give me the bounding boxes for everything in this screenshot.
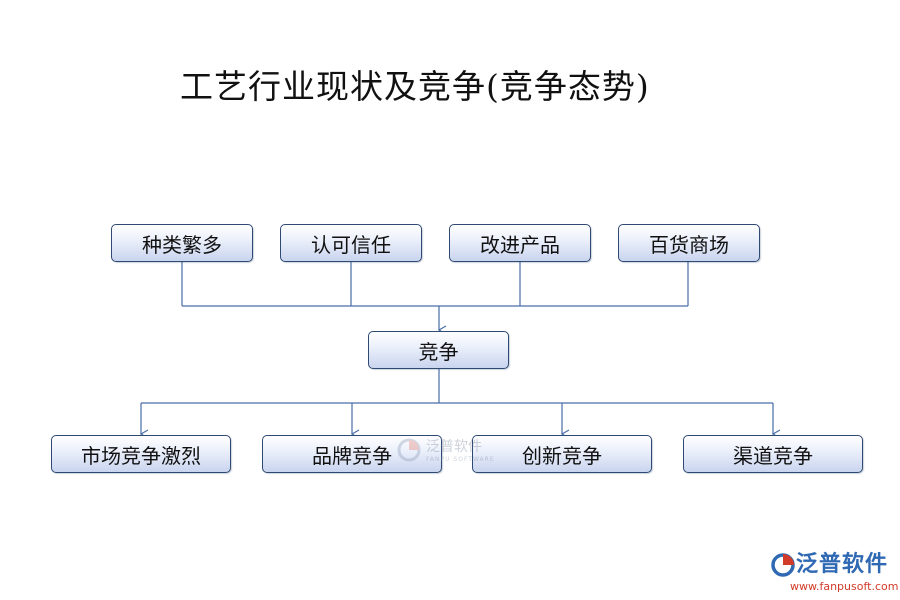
node-top-3: 改进产品 — [449, 224, 591, 262]
node-top-1: 种类繁多 — [111, 224, 253, 262]
brand-logo-name: 泛普软件 — [796, 552, 889, 577]
page-title: 工艺行业现状及竞争(竞争态势) — [180, 67, 650, 106]
brand-logo: 泛普软件 — [770, 552, 888, 578]
brand-logo-icon — [771, 553, 795, 577]
node-top-2: 认可信任 — [280, 224, 422, 262]
watermark-sub: FANPU SOFTWARE — [426, 456, 495, 463]
watermark: 泛普软件 FANPU SOFTWARE — [396, 436, 495, 463]
node-center: 竞争 — [368, 331, 509, 369]
brand-url: www.fanpusoft.com — [790, 580, 899, 593]
watermark-text: 泛普软件 — [426, 439, 482, 455]
node-bottom-3: 创新竞争 — [472, 435, 652, 473]
watermark-logo-icon — [397, 438, 421, 461]
node-top-4: 百货商场 — [618, 224, 760, 262]
node-bottom-4: 渠道竞争 — [683, 435, 863, 473]
node-bottom-1: 市场竞争激烈 — [51, 435, 231, 473]
node-bottom-2: 品牌竞争 — [262, 435, 442, 473]
